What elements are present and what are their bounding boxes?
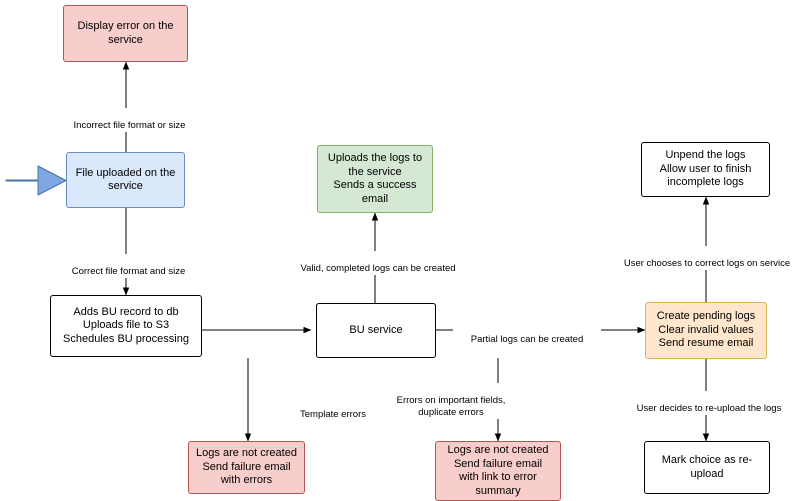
node-logs-not-created-important[interactable]: Logs are not created Send failure email … (435, 441, 561, 501)
node-logs-not-created-template[interactable]: Logs are not created Send failure email … (188, 441, 305, 494)
node-unpend-logs[interactable]: Unpend the logs Allow user to finish inc… (641, 142, 770, 197)
edge-label-text: Incorrect file format or size (73, 120, 186, 131)
edge-label-valid-complete: Valid, completed logs can be created (283, 251, 473, 275)
edge-label-text: User decides to re-upload the logs (636, 403, 782, 414)
edge-label-incorrect-format: Incorrect file format or size (56, 108, 203, 132)
node-label: File uploaded on the service (75, 166, 176, 193)
edge-label-correct-format: Correct file format and size (56, 254, 201, 278)
edge-label-user-corrects: User chooses to correct logs on service (609, 246, 801, 270)
node-label: Unpend the logs Allow user to finish inc… (659, 149, 752, 189)
node-mark-choice-reupload[interactable]: Mark choice as re- upload (644, 441, 770, 494)
edge-label-text: Valid, completed logs can be created (300, 263, 456, 274)
node-file-uploaded[interactable]: File uploaded on the service (66, 152, 185, 208)
edge-label-text: Errors on important fields, duplicate er… (396, 395, 506, 418)
node-label: Mark choice as re- upload (661, 454, 753, 480)
edge-label-template-errors: Template errors (288, 397, 378, 421)
node-label: Adds BU record to db Uploads file to S3 … (63, 305, 189, 345)
node-create-pending-logs[interactable]: Create pending logs Clear invalid values… (645, 302, 767, 359)
edge-label-text: Correct file format and size (71, 266, 186, 277)
node-uploads-logs[interactable]: Uploads the logs to the service Sends a … (317, 145, 433, 213)
input-arrow-icon (5, 165, 67, 196)
edge-label-important-field-errors: Errors on important fields, duplicate er… (393, 383, 509, 419)
node-label: Logs are not created Send failure email … (196, 447, 297, 487)
edge-label-user-reupload: User decides to re-upload the logs (613, 391, 801, 415)
edge-label-text: User chooses to correct logs on service (623, 258, 791, 269)
node-display-error[interactable]: Display error on the service (63, 5, 188, 62)
node-bu-service[interactable]: BU service (316, 303, 436, 358)
node-label: BU service (349, 323, 403, 336)
edge-label-text: Partial logs can be created (470, 334, 584, 345)
node-label: Create pending logs Clear invalid values… (656, 310, 756, 350)
edge-label-partial-logs: Partial logs can be created (453, 322, 601, 346)
node-label: Logs are not created Send failure email … (447, 444, 549, 497)
node-label: Display error on the service (77, 20, 174, 46)
edge-label-text: Template errors (300, 409, 366, 420)
node-adds-bu-record[interactable]: Adds BU record to db Uploads file to S3 … (50, 295, 202, 357)
node-label: Uploads the logs to the service Sends a … (327, 152, 423, 205)
